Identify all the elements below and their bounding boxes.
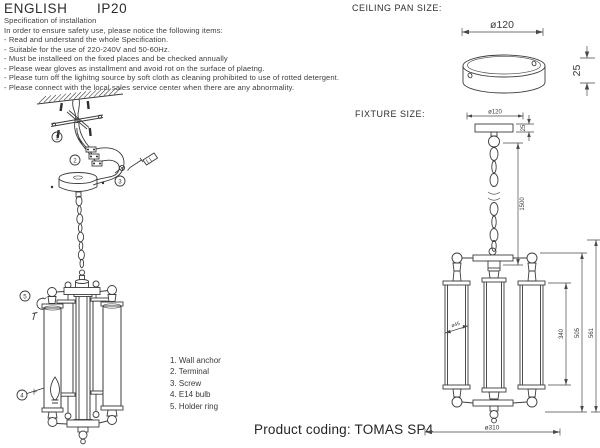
ceiling-pan-diameter-dim: ø120	[461, 19, 544, 36]
svg-text:561: 561	[589, 327, 595, 338]
spec-intro: In order to ensure safety use, please no…	[4, 25, 223, 35]
fixture-body-height-dim: 505	[540, 252, 587, 413]
callout-3-screw: 3	[114, 175, 126, 187]
spec-item: - Please turn off the lighitng source by…	[4, 73, 340, 83]
svg-text:ø120: ø120	[490, 19, 514, 31]
fixture-shade-height-dim: 340	[548, 282, 571, 386]
fixture-shade-diameter-dim: ø45	[444, 321, 469, 334]
product-coding: Product coding: TOMAS SP4	[254, 422, 433, 437]
wires-to-terminals	[74, 119, 97, 163]
svg-text:ø120: ø120	[488, 110, 502, 116]
spec-item: - Please wear gloves as installment and …	[4, 63, 265, 73]
specification-block: Specification of installation In order t…	[4, 16, 339, 92]
fixture-drawing: ø120 25 1500	[424, 110, 600, 436]
screw-icon	[114, 164, 126, 174]
fixture-canopy	[474, 123, 514, 148]
spec-item: - Must be installeed on the fixed places…	[4, 54, 228, 64]
callout-1-wall-anchor: 1	[51, 131, 63, 143]
parts-list-item: 5. Holder ring	[170, 401, 219, 411]
fixture-body-front	[442, 247, 546, 424]
fixture-overall-width-dim: ø310	[424, 425, 561, 436]
parts-list-item: 3. Screw	[170, 378, 202, 388]
svg-text:3: 3	[118, 178, 122, 185]
ip-rating-label: IP20	[97, 1, 128, 16]
central-column	[73, 293, 93, 423]
installation-diagram: 1 2 3	[16, 87, 159, 445]
svg-text:2: 2	[73, 157, 77, 164]
mounting-bracket	[50, 110, 104, 130]
parts-list-item: 2. Terminal	[170, 367, 209, 377]
callout-2-terminal: 2	[69, 154, 81, 166]
screwdriver-icon	[127, 152, 159, 171]
parts-list-item: 4. E14 bulb	[170, 390, 211, 400]
spec-item: - Read and understand the whole Specific…	[4, 35, 169, 45]
svg-text:5: 5	[23, 293, 27, 300]
svg-text:1500: 1500	[520, 197, 526, 211]
svg-text:ø45: ø45	[451, 321, 461, 329]
glass-tube-front-left	[41, 296, 64, 427]
fixture-canopy-height-dim: 25	[516, 115, 534, 141]
parts-list: 1. Wall anchor 2. Terminal 3. Screw 4. E…	[170, 355, 221, 412]
callout-5-holder-ring: 5	[19, 290, 47, 321]
language-title: ENGLISH	[4, 1, 68, 16]
product-coding-label: Product coding:	[254, 422, 351, 437]
ceiling-pan-height-dim: 25	[571, 46, 595, 96]
wall-anchor-bolts	[56, 100, 92, 139]
chandelier-body	[41, 269, 124, 445]
svg-text:25: 25	[571, 65, 583, 77]
hanging-chain	[75, 195, 85, 269]
svg-text:505: 505	[575, 327, 581, 338]
spec-item: - Please connect with the local sales se…	[4, 82, 295, 92]
svg-text:25: 25	[521, 124, 527, 131]
svg-text:340: 340	[559, 328, 565, 339]
svg-text:1: 1	[55, 134, 59, 141]
fixture-size-title: FIXTURE SIZE:	[355, 109, 426, 119]
ceiling-hatch	[36, 87, 124, 105]
fixture-canopy-diameter-dim: ø120	[466, 110, 524, 120]
parts-list-item: 1. Wall anchor	[170, 356, 221, 365]
svg-text:4: 4	[20, 392, 24, 399]
ceiling-pan-body	[462, 54, 546, 94]
canopy-cup	[50, 172, 105, 198]
terminal-block	[85, 146, 103, 167]
fixture-chain	[487, 147, 501, 252]
svg-text:ø310: ø310	[485, 425, 500, 432]
e14-bulb	[50, 376, 60, 404]
ceiling-pan-size-title: CEILING PAN SIZE:	[352, 3, 442, 13]
product-coding-value: TOMAS SP4	[354, 422, 434, 437]
glass-tube-front-right	[100, 294, 124, 425]
glass-tube-back-left	[56, 299, 76, 397]
fixture-chain-length-dim: 1500	[503, 142, 526, 266]
callout-4-e14-bulb: 4	[16, 387, 45, 401]
spec-title: Specification of installation	[4, 16, 97, 25]
fixture-overall-height-dim: 561	[587, 239, 600, 413]
spec-item: - Suitable for the use of 220-240V and 5…	[4, 44, 170, 54]
ceiling-pan-drawing: ø120 25	[461, 19, 595, 96]
